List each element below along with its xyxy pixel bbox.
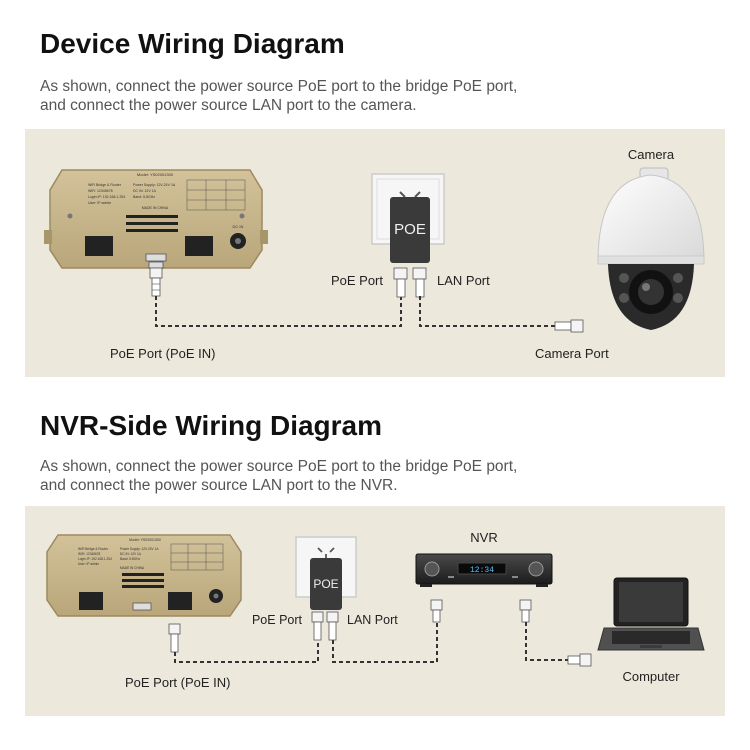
bridge-lan-port-right bbox=[185, 236, 213, 256]
camera-port-label: Camera Port bbox=[535, 346, 609, 361]
section2-title: NVR-Side Wiring Diagram bbox=[40, 410, 383, 441]
computer-laptop bbox=[597, 577, 705, 651]
bridge2-spec-line-3: Login IP: 192.168.1.254 bbox=[78, 557, 112, 561]
poe-injector-2-text: POE bbox=[313, 577, 338, 591]
bridge-made-in-text: MADE IN CHINA bbox=[142, 206, 169, 210]
lan-port-label-1: LAN Port bbox=[437, 273, 490, 288]
bridge-spec-line-4: User: IP admin bbox=[88, 201, 111, 205]
bridge-spec2-line-2: DC IN: 12V 1A bbox=[133, 189, 157, 193]
section2-desc-line2: and connect the power source LAN port to… bbox=[40, 477, 398, 494]
bridge-model-text: Model: YS02001300 bbox=[137, 172, 174, 177]
section1-desc-line1: As shown, connect the power source PoE p… bbox=[40, 78, 518, 95]
nvr-knob-left bbox=[424, 561, 440, 577]
computer-label: Computer bbox=[622, 669, 680, 684]
bridge-device-2: Model: YS02001300 WiFi Bridge & Router W… bbox=[46, 534, 242, 617]
section2-desc-line1: As shown, connect the power source PoE p… bbox=[40, 458, 518, 475]
cable-nvr-to-computer bbox=[519, 599, 592, 667]
nvr-label: NVR bbox=[470, 530, 497, 545]
bridge-spec-line-1: WiFi Bridge & Router bbox=[88, 183, 122, 187]
cable-lan-port-1 bbox=[412, 267, 584, 333]
bridge-reset-port bbox=[145, 253, 167, 262]
poe-injector-1: POE bbox=[390, 197, 430, 263]
poe-port-label-2: PoE Port bbox=[252, 613, 303, 627]
bridge2-spec-line-4: User: IP admin bbox=[78, 562, 99, 566]
ptz-camera bbox=[597, 167, 705, 330]
poe-injector-1-text: POE bbox=[394, 221, 426, 238]
bridge-spec-line-2: WiFi: 12345678 bbox=[88, 189, 113, 193]
bridge-side-tab-left bbox=[44, 230, 52, 244]
bridge2-vent bbox=[122, 573, 164, 576]
cable-poe-port-plug-1 bbox=[393, 267, 408, 298]
nvr-device: 12:34 bbox=[415, 553, 553, 587]
nvr-display bbox=[457, 562, 507, 575]
bridge2-spec2-line-3: Band: 5.8GHz bbox=[120, 557, 140, 561]
bridge2-made-in-text: MADE IN CHINA bbox=[120, 566, 145, 570]
bridge2-spec2-line-1: Power Supply: 12V-24V 1A bbox=[120, 547, 159, 551]
bridge2-spec-line-1: WiFi Bridge & Router bbox=[78, 547, 109, 551]
bridge2-spec2-line-2: DC IN: 12V 1A bbox=[120, 552, 142, 556]
bridge-lan-port-left bbox=[85, 236, 113, 256]
laptop-keyboard bbox=[612, 631, 690, 644]
bridge-spec2-line-3: Band: 5.8GHz bbox=[133, 195, 155, 199]
section1-desc-line2: and connect the power source LAN port to… bbox=[40, 97, 417, 114]
bridge2-reset-port bbox=[132, 602, 152, 611]
cable-poe-in-2 bbox=[168, 623, 319, 663]
laptop-screen bbox=[619, 582, 683, 622]
nvr-knob-right bbox=[528, 561, 544, 577]
poe-in-label-1: PoE Port (PoE IN) bbox=[110, 346, 215, 361]
bridge-side-tab-right bbox=[260, 230, 268, 244]
poe-in-label-2: PoE Port (PoE IN) bbox=[125, 675, 230, 690]
bridge2-lan-port-left bbox=[79, 592, 103, 610]
bridge-vent bbox=[126, 215, 178, 218]
bridge2-spec-line-2: WiFi: 12345678 bbox=[78, 552, 101, 556]
bridge2-lan-port-right bbox=[168, 592, 192, 610]
camera-label: Camera bbox=[628, 147, 675, 162]
lan-port-label-2: LAN Port bbox=[347, 613, 398, 627]
cable-lan-to-nvr bbox=[326, 599, 443, 663]
section1-title: Device Wiring Diagram bbox=[40, 28, 345, 59]
bridge-device-1: Model: YS02001300 WiFi Bridge & Router W… bbox=[44, 169, 268, 269]
bridge-spec-table bbox=[186, 179, 246, 211]
nvr-display-text: 12:34 bbox=[470, 566, 494, 575]
bridge-dc-in-text: DC IN bbox=[233, 224, 244, 229]
cable-poe-port-plug-2 bbox=[311, 611, 324, 641]
camera-ir-led bbox=[619, 273, 629, 283]
bridge-spec2-line-1: Power Supply: 12V-24V 1A bbox=[133, 183, 176, 187]
poe-injector-2: POE bbox=[310, 558, 342, 610]
bridge2-model-text: Model: YS02001300 bbox=[129, 538, 161, 542]
bridge2-spec-table bbox=[170, 543, 224, 571]
bridge-spec-line-3: Login IP: 192.168.1.254 bbox=[88, 195, 125, 199]
poe-port-label-1: PoE Port bbox=[331, 273, 383, 288]
bridge-screw bbox=[67, 213, 73, 219]
cable-poe-in-1 bbox=[148, 261, 402, 327]
